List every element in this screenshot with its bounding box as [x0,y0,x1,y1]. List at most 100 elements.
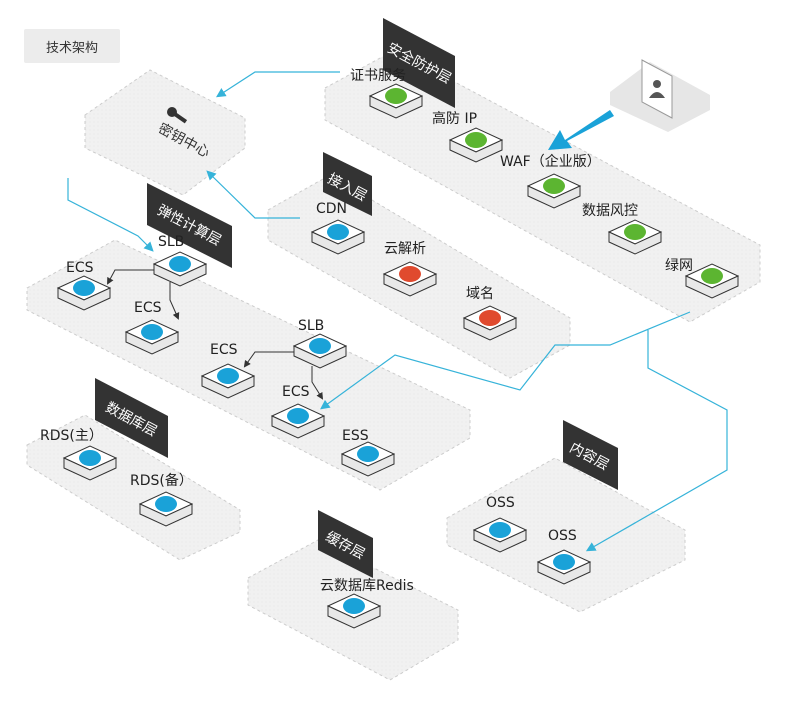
node-base [608,231,662,255]
node-label: ECS [210,342,238,358]
distribution-icon [327,224,349,240]
connector-security-to-ecs [320,311,691,410]
node-base [527,185,581,209]
node-ecs4[interactable]: ECS [270,384,326,439]
architecture-tab[interactable]: 技术架构 [24,29,120,63]
node-base [463,317,517,341]
layer-cache-banner: 缓存层 [318,510,373,578]
node-ecs2[interactable]: ECS [124,300,180,355]
node-label: 证书服务 [350,68,406,84]
key-center-zone [84,69,246,196]
node-ecs1[interactable]: ECS [56,260,112,311]
server-icon [287,408,309,424]
shield-icon [543,178,565,194]
node-base [63,457,117,481]
node-label: CDN [316,201,347,217]
node-label: ECS [134,300,162,316]
node-label: 云数据库Redis [320,578,414,594]
node-waf[interactable]: WAF（企业版） [500,153,601,209]
node-label: ECS [282,384,310,400]
node-label: WAF（企业版） [500,153,601,170]
node-base [293,345,347,369]
node-dns[interactable]: 云解析 [382,241,438,297]
connector-slb2-ecs3 [243,351,300,368]
node-base [311,231,365,255]
lock-icon [624,224,646,240]
node-label: 绿网 [665,258,693,274]
node-greennet[interactable]: 绿网 [665,258,740,299]
key-icon [167,107,188,124]
load-balancer-icon [169,256,191,272]
node-ecs3[interactable]: ECS [200,342,256,399]
node-label: 高防 IP [432,110,477,127]
node-base [685,275,739,299]
node-redis[interactable]: 云数据库Redis [320,578,414,629]
node-base [341,453,395,477]
connector-slb1-ecs1 [107,269,160,285]
user-arrow-icon [548,110,614,150]
node-base [125,331,179,355]
layer-banners: 安全防护层 接入层 弹性计算层 数据库层 缓存层 内容层 [95,18,618,578]
user-icon [649,80,665,98]
network-mesh-icon [701,268,723,284]
node-label: SLB [298,318,324,334]
node-ess[interactable]: ESS [340,428,396,477]
server-icon [73,280,95,296]
connector-access-to-keycenter [206,170,300,219]
compute-connectors [107,269,324,400]
node-label: SLB [158,234,184,250]
node-slb1[interactable]: SLB [152,234,208,287]
layer-access-banner: 接入层 [323,152,372,216]
node-base [449,139,503,163]
database-icon [79,450,101,466]
node-label: RDS(备） [130,472,193,489]
node-rds-master[interactable]: RDS(主） [40,428,118,481]
server-icon [141,324,163,340]
certificate-icon [385,88,407,104]
connectors [67,71,728,552]
globe-icon [399,266,421,282]
node-base [537,561,591,585]
node-domain[interactable]: 域名 [462,286,518,341]
node-label: OSS [486,495,515,511]
gear-shield-icon [465,132,487,148]
node-label: ESS [342,428,369,444]
node-cert[interactable]: 证书服务 [350,68,424,119]
connector-slb1-ecs2 [169,282,180,320]
scaling-icon [357,446,379,462]
globe-icon [479,310,501,326]
layer-compute-banner: 弹性计算层 [147,183,232,268]
server-icon [217,368,239,384]
node-label: 云解析 [384,241,426,257]
node-riskctrl[interactable]: 数据风控 [582,203,663,255]
node-label: 数据风控 [582,203,638,219]
node-rds-backup[interactable]: RDS(备） [130,472,194,527]
database-icon [155,496,177,512]
node-label: OSS [548,528,577,544]
node-base [139,503,193,527]
node-base [201,375,255,399]
content-zone [446,457,686,613]
connector-keycenter-to-slb [67,178,154,252]
connector-security-to-keycenter [215,71,340,98]
node-base [327,605,381,629]
node-base [473,529,527,553]
connector-slb2-ecs4 [311,366,324,400]
stack-icon [343,598,365,614]
node-cdn[interactable]: CDN [310,201,366,255]
load-balancer-icon [309,338,331,354]
layer-security-banner: 安全防护层 [383,18,455,108]
storage-icon [553,554,575,570]
node-antiddos[interactable]: 高防 IP [432,110,504,163]
node-base [383,273,437,297]
node-slb2[interactable]: SLB [292,318,348,369]
node-oss1[interactable]: OSS [472,495,528,553]
node-base [271,415,325,439]
node-label: 域名 [466,286,494,302]
connector-security-to-oss [585,330,728,552]
node-oss2[interactable]: OSS [536,528,592,585]
node-base [57,287,111,311]
node-base [153,263,207,287]
